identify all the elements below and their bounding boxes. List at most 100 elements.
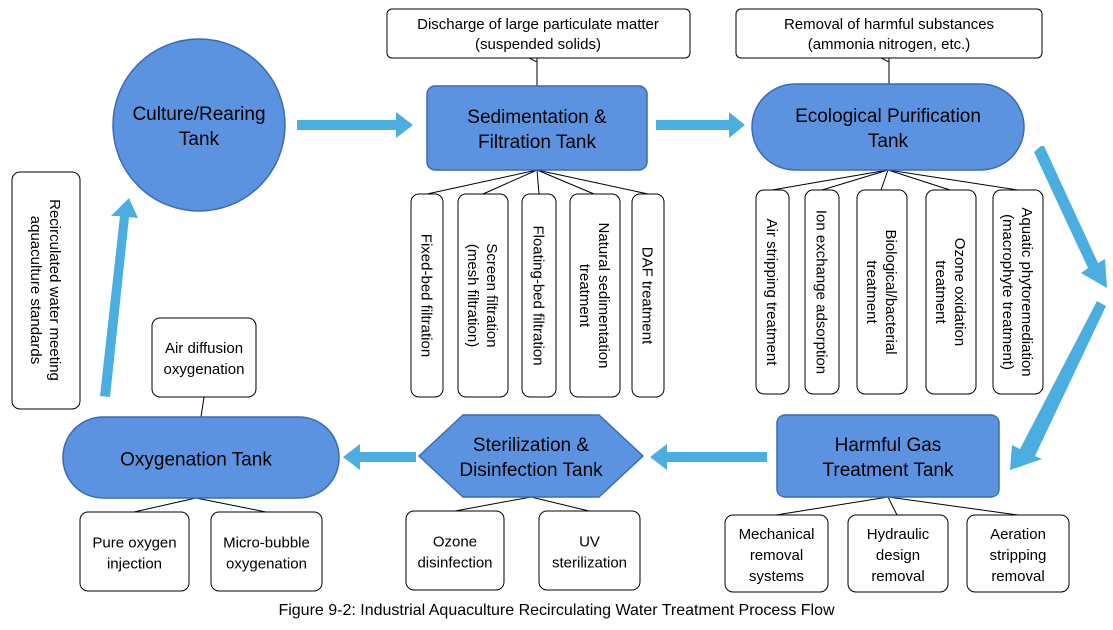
connector-ster-uv [530, 496, 590, 512]
sedimentation-method-label: Fixed-bed filtration [417, 234, 434, 357]
text-line: Aquatic phytoremediation [1018, 207, 1035, 376]
ecological-method-box [755, 189, 790, 395]
text-line: (mesh filtration) [464, 244, 481, 347]
arrow-sedimentation-to-ecological [656, 112, 745, 138]
connector-sed-fixed-bed [426, 169, 538, 195]
text-line: Disinfection Tank [459, 460, 603, 481]
text-line: Hydraulic [867, 526, 930, 543]
text-line: stripping [990, 547, 1047, 564]
connector-ster-ozone [454, 496, 532, 512]
text-line: treatment [863, 260, 880, 324]
text-line: sterilization [552, 554, 627, 571]
text-line: Ion exchange adsorption [812, 210, 829, 374]
harmful-gas-method-box [724, 514, 829, 593]
connector-sed-natural [536, 169, 595, 195]
text-line: oxygenation [226, 555, 307, 572]
ecological-method-label: Ozone oxidationtreatment [932, 238, 968, 346]
oxygenation-method-label: Micro-bubble oxygenation [223, 534, 310, 572]
arrow-sterilization-to-oxygenation [343, 444, 416, 470]
text-line: Air diffusion [165, 340, 243, 357]
arrow-harmful-gas-to-sterilization [650, 444, 767, 470]
text-line: Mechanical [739, 526, 815, 543]
text-line: Ozone [433, 533, 477, 550]
arrow-ecological-to-right [1034, 146, 1107, 288]
sedimentation-filtration-tank-label: Sedimentation &Filtration Tank [467, 107, 607, 153]
flow-arrows [100, 112, 1107, 470]
sedimentation-method-box [631, 193, 665, 398]
connector-sed-floating [536, 169, 540, 195]
oxygenation-tank-node [62, 416, 340, 499]
connector-sed-screen [482, 169, 538, 195]
oxygenation-method-label: Pure oxygen injection [92, 534, 176, 572]
harmful-gas-method-label: Aeration stripping removal [990, 526, 1047, 585]
ecological-method-box [856, 189, 908, 395]
sterilization-method-box [405, 510, 505, 591]
sedimentation-method-label: Screen filtration(mesh filtration) [464, 243, 500, 347]
sedimentation-method-box [457, 193, 509, 398]
text-line: Pure oxygen [92, 534, 176, 551]
figure-caption: Figure 9-2: Industrial Aquaculture Recir… [278, 602, 835, 619]
text-line: Ecological Purification [795, 106, 981, 127]
arrow-oxygenation-to-culture [100, 198, 138, 397]
connector-eco-air [771, 169, 889, 191]
ecological-method-label: Aquatic phytoremediation(macrophyte trea… [999, 207, 1035, 376]
text-line: removal [871, 568, 924, 585]
connector-gas-mechanical [775, 496, 889, 516]
text-line: Ozone oxidation [951, 238, 968, 346]
text-line: Floating-bed filtration [529, 225, 546, 365]
sedimentation-method-box [410, 193, 444, 398]
text-line: Natural sedimentation [595, 223, 612, 369]
connector-oxy-micro [195, 497, 267, 513]
text-line: Micro-bubble [223, 534, 310, 551]
text-line: (macrophyte treatment) [999, 214, 1016, 370]
text-line: treatment [932, 260, 949, 324]
harmful-gas-treatment-tank-node [776, 414, 1000, 498]
ecological-method-label: Ion exchange adsorption [812, 210, 829, 374]
text-line: Aeration [990, 526, 1046, 543]
text-line: Filtration Tank [478, 132, 596, 153]
text-line: Removal of harmful substances [784, 16, 994, 33]
sterilization-method-box [538, 510, 641, 591]
text-line: removal [750, 547, 803, 564]
text-line: systems [749, 568, 804, 585]
harmful-gas-method-label: Mechanical removal systems [739, 526, 815, 585]
ecological-method-box [804, 189, 840, 395]
text-line: Biological/bacterial [882, 229, 899, 354]
text-line: Discharge of large particulate matter [417, 16, 659, 33]
text-line: Screen filtration [483, 243, 500, 347]
text-line: Air stripping treatment [763, 219, 780, 367]
text-line: (ammonia nitrogen, etc.) [808, 36, 971, 53]
sedimentation-method-box [521, 193, 557, 398]
ecological-output-box [735, 8, 1043, 59]
text-line: disinfection [417, 554, 492, 571]
oxygenation-tank-label: Oxygenation Tank [120, 450, 272, 471]
text-line: Sterilization & [473, 435, 589, 456]
connector-eco-bio [880, 169, 889, 191]
text-line: Harmful Gas [835, 435, 942, 456]
connector-oxy-air-diffusion [200, 396, 205, 418]
connector-eco-aquatic [887, 169, 1019, 191]
text-line: injection [107, 555, 162, 572]
sterilization-disinfection-tank-node [417, 414, 645, 498]
air-diffusion-box [151, 317, 257, 398]
text-line: Treatment Tank [823, 460, 954, 481]
connector-gas-hydraulic [887, 496, 898, 516]
sedimentation-output-label: Discharge of large particulate matter(su… [417, 16, 659, 53]
text-line: removal [991, 568, 1044, 585]
connector-oxy-pure [133, 497, 197, 513]
text-line: aquaculture standards [27, 216, 44, 364]
connector-eco-ion [821, 169, 889, 191]
text-line: DAF treatment [638, 247, 655, 345]
sedimentation-filtration-tank-node [426, 85, 648, 171]
connector-gas-aeration [887, 496, 1019, 516]
sterilization-disinfection-tank-label: Sterilization & Disinfection Tank [459, 435, 603, 481]
oxygenation-method-box [210, 511, 323, 592]
arrow-culture-to-sedimentation [297, 112, 413, 138]
sedimentation-method-box [569, 193, 621, 398]
text-line: Fixed-bed filtration [417, 234, 434, 357]
culture-rearing-tank-node [112, 38, 286, 212]
